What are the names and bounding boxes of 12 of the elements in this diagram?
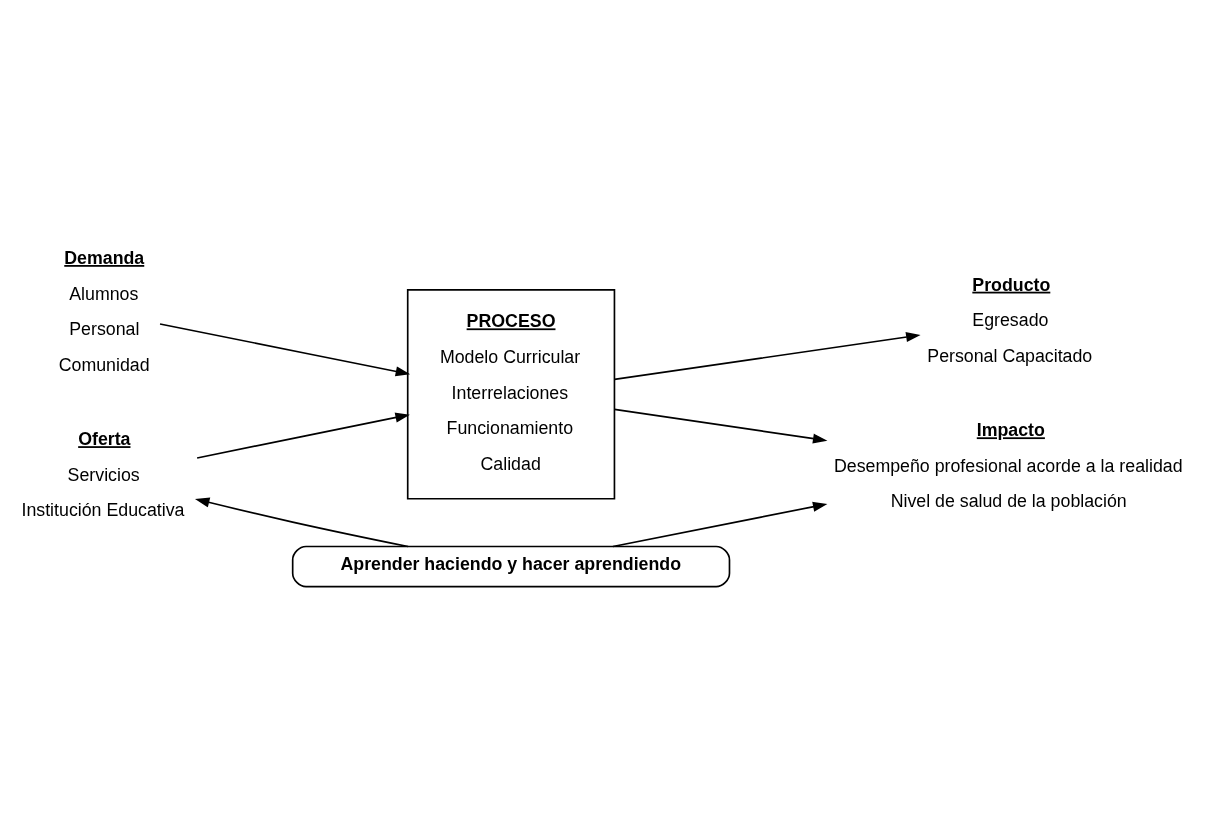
arrow bbox=[613, 331, 921, 380]
node-box: Aprender haciendo y hacer aprendiendo bbox=[291, 545, 731, 587]
arrow bbox=[159, 322, 411, 376]
node-text: Oferta Servicios Institución Educativa bbox=[21, 428, 185, 520]
arrow bbox=[613, 408, 828, 444]
arrow bbox=[195, 497, 409, 547]
arrow bbox=[196, 412, 410, 459]
node-text: Producto Egresado Personal Capacitado bbox=[927, 274, 1093, 366]
node-text: Demanda Alumnos Personal Comunidad bbox=[58, 247, 150, 375]
node-box: PROCESO Modelo Curricular Interrelaciones Funcionamiento Calidad bbox=[406, 288, 616, 500]
node-text: Impacto Desempeño profesional acorde a la realidad Nivel de salud de la población bbox=[833, 419, 1183, 511]
arrow bbox=[612, 501, 828, 547]
